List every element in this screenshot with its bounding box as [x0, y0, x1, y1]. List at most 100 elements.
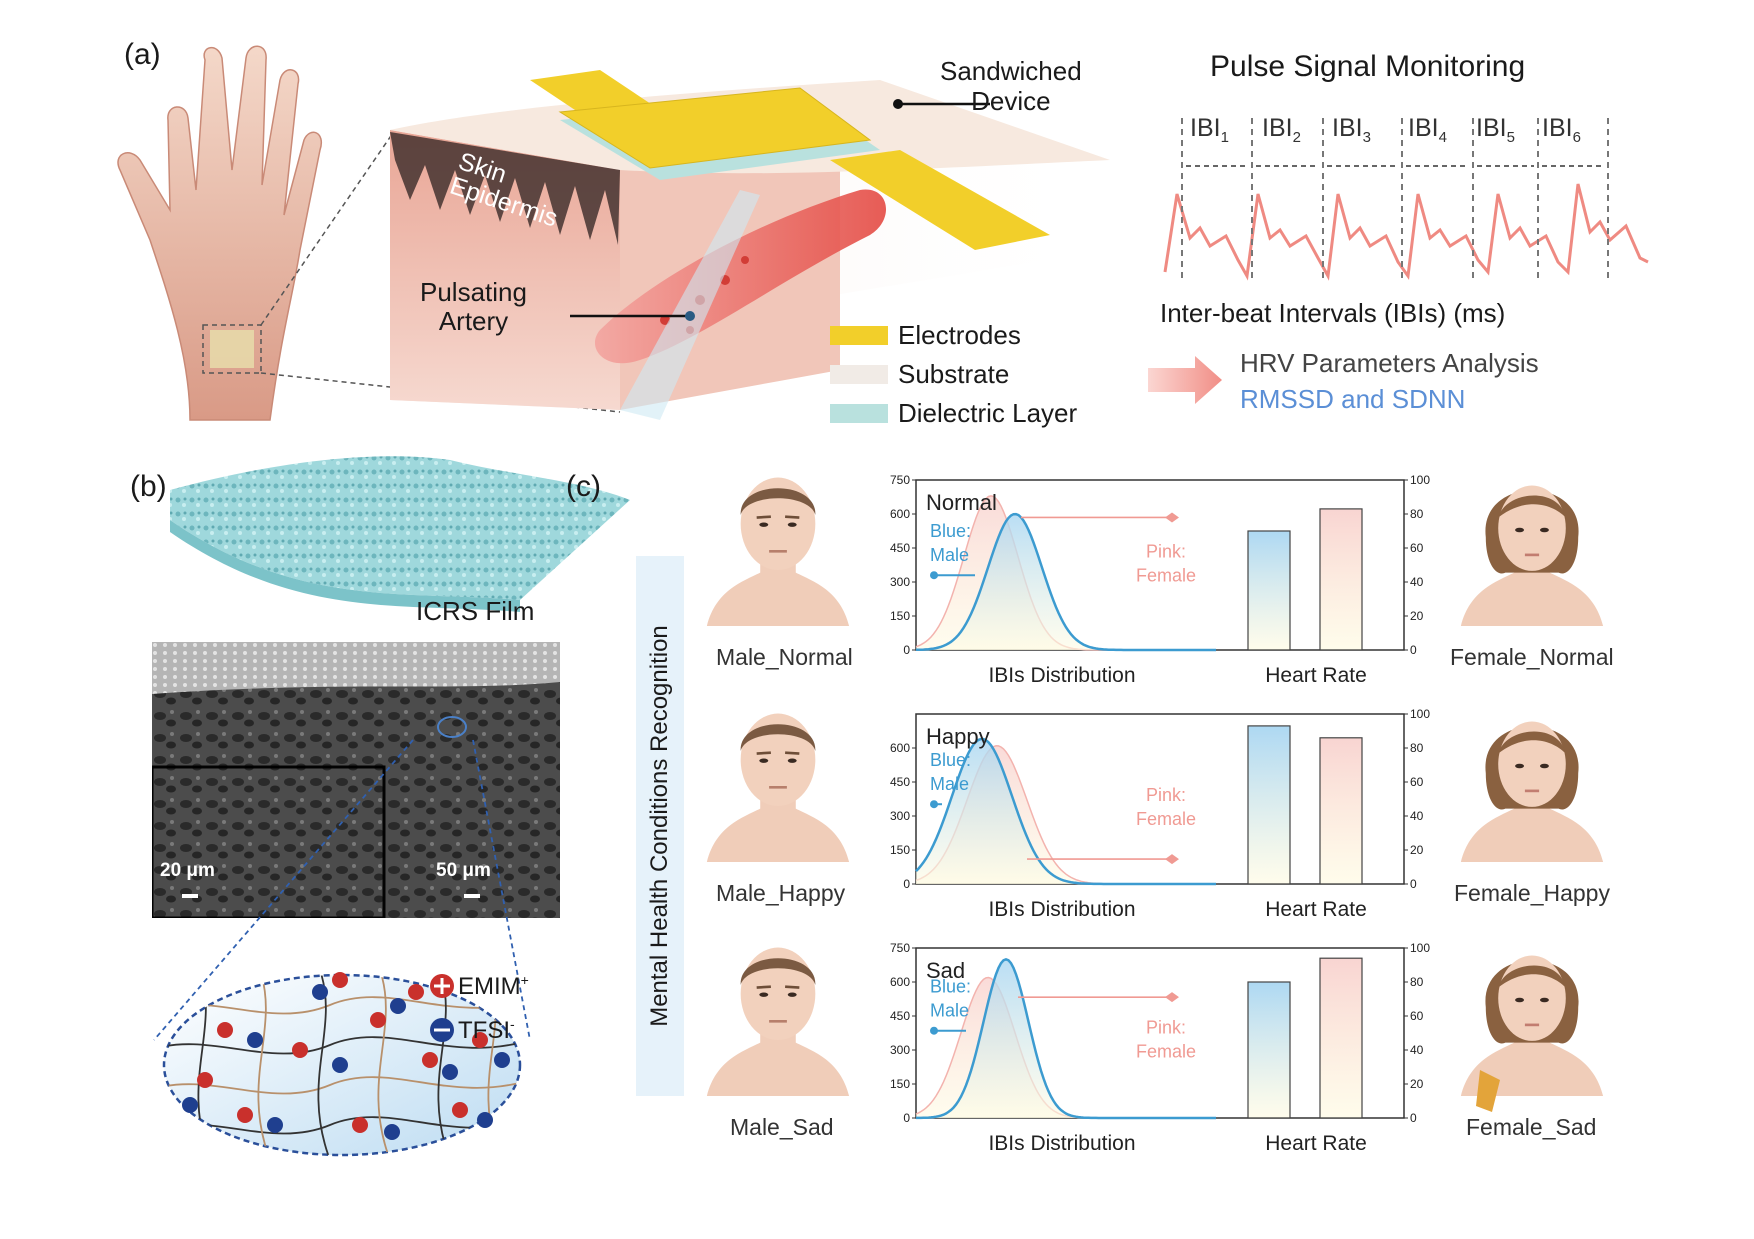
blue-note: Male — [930, 545, 969, 565]
x-label-hr: Heart Rate — [1265, 664, 1367, 687]
hrv-params: RMSSD and SDNN — [1240, 384, 1466, 414]
pink-note: Female — [1136, 1042, 1196, 1062]
right-tick-label: 100 — [1410, 707, 1430, 721]
ion-minus-label: TFSI- — [458, 1016, 515, 1044]
faces — [705, 476, 1605, 1112]
pink-note: Pink: — [1146, 542, 1186, 562]
ibi-label-5: IBI5 — [1476, 114, 1515, 146]
blue-note: Blue: — [930, 521, 971, 541]
right-tick-label: 80 — [1410, 507, 1424, 521]
hr-bar-female — [1319, 508, 1363, 651]
right-tick-label: 80 — [1410, 975, 1424, 989]
legend-swatch-electrodes — [830, 326, 888, 345]
blue-note: Male — [930, 1001, 969, 1021]
pulse-title: Pulse Signal Monitoring — [1210, 50, 1526, 83]
left-tick-label: 300 — [890, 575, 910, 589]
left-tick-label: 450 — [890, 1009, 910, 1023]
blue-note: Blue: — [930, 750, 971, 770]
right-tick-label: 60 — [1410, 775, 1424, 789]
hrv-arrow-icon — [1148, 356, 1222, 404]
left-tick-label: 750 — [890, 473, 910, 487]
panel-a-letter: (a) — [124, 38, 161, 71]
dist-curve-male — [916, 512, 1216, 652]
pink-note: Pink: — [1146, 1018, 1186, 1038]
left-tick-label: 300 — [890, 809, 910, 823]
chart-title: Normal — [926, 490, 997, 515]
male-arrow-head — [930, 571, 938, 580]
ibi-label-3: IBI3 — [1332, 114, 1371, 146]
legend-swatch-dielectric — [830, 404, 888, 423]
dist-area-male — [916, 514, 1216, 650]
male-face-normal — [705, 476, 851, 626]
x-label-dist: IBIs Distribution — [988, 664, 1135, 687]
ibi-labels: IBI1 IBI2 IBI3 IBI4 IBI5 IBI6 — [1182, 114, 1612, 150]
hrv-title: HRV Parameters Analysis — [1240, 348, 1539, 378]
legend-substrate-label: Substrate — [898, 359, 1010, 389]
left-tick-label: 150 — [890, 609, 910, 623]
female-caption-sad: Female_Sad — [1466, 1114, 1597, 1140]
right-tick-label: 20 — [1410, 1077, 1424, 1091]
female-arrow-head — [1165, 854, 1179, 865]
left-tick-label: 450 — [890, 775, 910, 789]
female-arrow-head — [1165, 512, 1179, 523]
hr-bar-male — [1247, 981, 1291, 1119]
blue-note: Blue: — [930, 977, 971, 997]
left-tick-label: 600 — [890, 507, 910, 521]
skin-block — [390, 70, 1110, 420]
left-tick-label: 0 — [903, 643, 910, 657]
chart-happy: 0150300450600020406080100HappyBlue:MaleP… — [890, 707, 1430, 921]
panel-b-letter: (b) — [130, 470, 167, 503]
side-title-box — [636, 556, 684, 1096]
hr-bar-male — [1247, 725, 1291, 885]
right-tick-label: 0 — [1410, 877, 1417, 891]
right-tick-label: 0 — [1410, 643, 1417, 657]
scale-bar-inset — [182, 894, 198, 898]
male-arrow-head — [930, 1026, 938, 1035]
female-face-normal — [1459, 484, 1605, 626]
scale-bar-main — [464, 894, 480, 898]
dist-area-male — [916, 739, 1216, 884]
ibi-label-1: IBI1 — [1190, 114, 1229, 146]
chart-sad: 0150300450600750020406080100SadBlue:Male… — [890, 941, 1430, 1155]
legend-dielectric-label: Dielectric Layer — [898, 398, 1078, 428]
right-tick-label: 60 — [1410, 1009, 1424, 1023]
sandwiched-device-label: Sandwiched Device — [940, 56, 1082, 116]
left-tick-label: 150 — [890, 1077, 910, 1091]
right-tick-label: 40 — [1410, 809, 1424, 823]
right-tick-label: 0 — [1410, 1111, 1417, 1125]
ion-dots — [182, 972, 510, 1140]
x-label-dist: IBIs Distribution — [988, 898, 1135, 921]
female-face-happy — [1459, 720, 1605, 862]
left-tick-label: 600 — [890, 741, 910, 755]
scale-label-inset: 20 μm — [160, 860, 215, 881]
side-title: Mental Health Conditions Recognition — [646, 625, 673, 1027]
sem-image — [152, 642, 560, 918]
panel-a-illustration — [117, 45, 1649, 423]
dist-area-male — [916, 959, 1216, 1118]
right-tick-label: 80 — [1410, 741, 1424, 755]
male-caption-normal: Male_Normal — [716, 644, 853, 670]
hr-bar-female — [1319, 957, 1363, 1119]
right-tick-label: 40 — [1410, 1043, 1424, 1057]
blue-note: Male — [930, 774, 969, 794]
left-tick-label: 600 — [890, 975, 910, 989]
ibi-label-6: IBI6 — [1542, 114, 1581, 146]
dist-curve-male — [915, 737, 1216, 886]
pink-note: Female — [1136, 566, 1196, 586]
left-tick-label: 0 — [903, 1111, 910, 1125]
male-arrow-head — [930, 800, 938, 809]
female-caption-normal: Female_Normal — [1450, 644, 1614, 670]
male-face-sad — [705, 946, 851, 1096]
right-tick-label: 100 — [1410, 941, 1430, 955]
panel-c-letter: (c) — [566, 470, 601, 503]
chart-title: Happy — [926, 724, 990, 749]
legend-electrodes-label: Electrodes — [898, 320, 1021, 350]
x-label-hr: Heart Rate — [1265, 898, 1367, 921]
male-caption-happy: Male_Happy — [716, 880, 846, 906]
pink-note: Pink: — [1146, 785, 1186, 805]
hand-illustration — [117, 45, 323, 421]
male-caption-sad: Male_Sad — [730, 1114, 834, 1140]
legend-swatch-substrate — [830, 365, 888, 384]
hr-bar-female — [1319, 737, 1363, 885]
female-sad-scarf — [1476, 1070, 1500, 1112]
